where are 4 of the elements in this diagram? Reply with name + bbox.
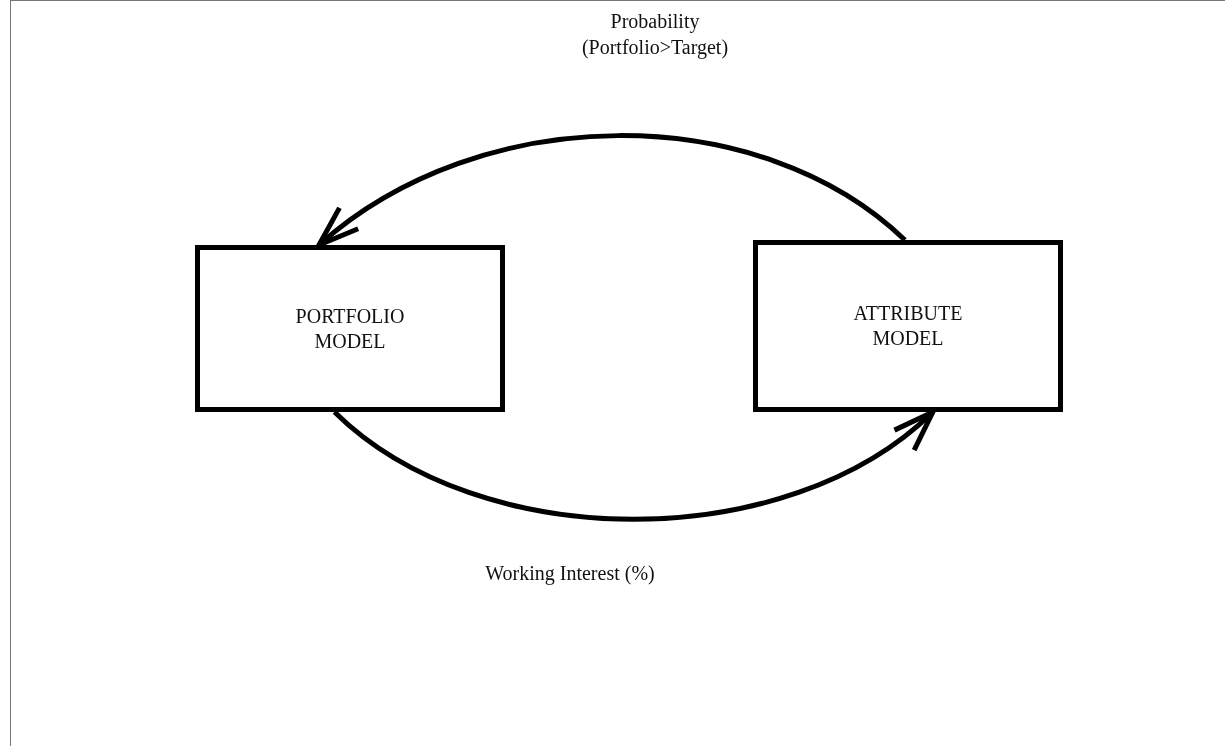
box-label: ATTRIBUTE MODEL bbox=[852, 301, 964, 351]
process-box bbox=[195, 245, 505, 412]
box-label: PORTFOLIO MODEL bbox=[294, 303, 406, 354]
process-box bbox=[753, 240, 1063, 412]
